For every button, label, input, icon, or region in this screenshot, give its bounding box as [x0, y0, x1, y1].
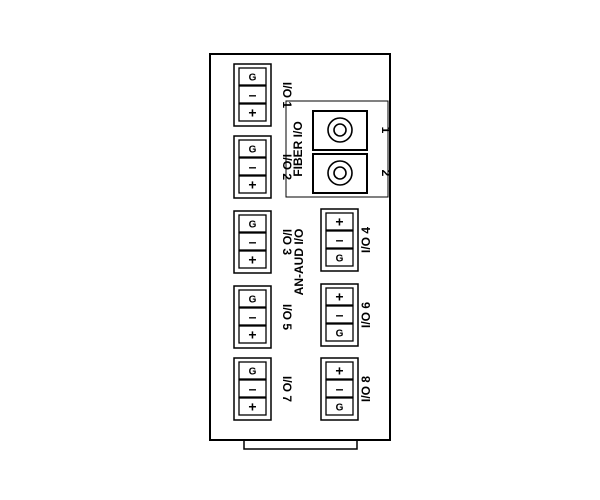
- fiber-port-1-inner: [333, 123, 347, 137]
- connector-pin-minus: [325, 305, 354, 324]
- connector-label: I/O 4: [359, 227, 373, 253]
- io-connector-left-3: G – + I/O 5: [233, 285, 294, 349]
- connector-label: I/O 7: [280, 376, 294, 402]
- connector-housing: [320, 357, 359, 421]
- connector-pin-label-ground: G: [336, 403, 344, 414]
- fiber-port-2-housing: [312, 153, 368, 194]
- panel-body: [209, 53, 391, 441]
- connector-pin-label-ground: G: [249, 220, 257, 231]
- connector-pin-plus: [238, 103, 267, 122]
- fiber-port-2-label: 2: [379, 170, 393, 177]
- connector-pin-label-plus: +: [248, 399, 256, 415]
- io-connector-right-1: + – G I/O 6: [320, 283, 373, 347]
- connector-pin-label-ground: G: [336, 329, 344, 340]
- connector-pin-label-ground: G: [249, 145, 257, 156]
- io-connector-right-2: + – G I/O 8: [320, 357, 373, 421]
- connector-label: I/O 8: [359, 376, 373, 402]
- io-connector-left-0: G – + I/O 1: [233, 63, 294, 127]
- connector-pin-label-minus: –: [336, 381, 344, 397]
- connector-pin-plus: [238, 397, 267, 416]
- connector-pin-ground: [238, 67, 267, 86]
- io-connector-left-1: G – + I/O 2: [233, 135, 294, 199]
- connector-housing: [233, 135, 272, 199]
- connector-pin-plus: [325, 361, 354, 380]
- connector-pin-minus: [238, 157, 267, 176]
- connector-pin-label-ground: G: [249, 367, 257, 378]
- connector-housing: [320, 283, 359, 347]
- fiber-port-2-outer: [327, 160, 353, 186]
- connector-pin-minus: [325, 379, 354, 398]
- connector-pin-plus: [238, 325, 267, 344]
- panel-bottom-tab: [243, 440, 358, 450]
- connector-pin-minus: [238, 307, 267, 326]
- connector-pin-label-minus: –: [336, 232, 344, 248]
- connector-pin-minus: [238, 85, 267, 104]
- connector-pin-label-plus: +: [335, 363, 343, 379]
- connector-housing: [233, 357, 272, 421]
- fiber-io-block: FIBER I/O 1 2: [285, 100, 393, 198]
- connector-housing: [233, 63, 272, 127]
- connector-pin-minus: [238, 379, 267, 398]
- connector-pin-minus: [238, 232, 267, 251]
- connector-pin-plus: [325, 212, 354, 231]
- connector-pin-plus: [238, 250, 267, 269]
- connector-pin-label-ground: G: [336, 254, 344, 265]
- connector-pin-ground: [325, 323, 354, 342]
- io-connector-left-2: G – + I/O 3: [233, 210, 294, 274]
- connector-label: I/O 1: [280, 82, 294, 108]
- connector-pin-ground: [325, 397, 354, 416]
- connector-pin-label-minus: –: [249, 234, 257, 250]
- connector-pin-ground: [238, 361, 267, 380]
- fiber-port-1-label: 1: [379, 127, 393, 134]
- connector-pin-ground: [238, 214, 267, 233]
- connector-pin-label-minus: –: [249, 381, 257, 397]
- connector-pin-label-ground: G: [249, 295, 257, 306]
- connector-pin-plus: [238, 175, 267, 194]
- analog-audio-io-title: AN-AUD I/O: [292, 229, 306, 296]
- connector-pin-ground: [238, 139, 267, 158]
- io-connector-right-0: + – G I/O 4: [320, 208, 373, 272]
- connector-label: I/O 6: [359, 302, 373, 328]
- connector-housing: [233, 285, 272, 349]
- connector-pin-label-plus: +: [335, 289, 343, 305]
- connector-housing: [233, 210, 272, 274]
- connector-pin-ground: [238, 289, 267, 308]
- connector-pin-label-plus: +: [248, 105, 256, 121]
- connector-label: I/O 3: [280, 229, 294, 255]
- connector-pin-label-minus: –: [249, 159, 257, 175]
- connector-pin-label-minus: –: [249, 309, 257, 325]
- audio-connectors: G – + I/O 1 G – + I/O 2 G – + I/O 3 G – + I/O 5 G – + I/O 7…: [233, 63, 373, 421]
- connector-label: I/O 5: [280, 304, 294, 330]
- fiber-port-1-outer: [327, 117, 353, 143]
- connector-pin-label-minus: –: [249, 87, 257, 103]
- fiber-port-1-housing: [312, 110, 368, 151]
- io-connector-left-4: G – + I/O 7: [233, 357, 294, 421]
- connector-pin-label-ground: G: [249, 73, 257, 84]
- connector-pin-minus: [325, 230, 354, 249]
- connector-pin-label-plus: +: [248, 327, 256, 343]
- connector-pin-plus: [325, 287, 354, 306]
- fiber-io-title: FIBER I/O: [291, 121, 305, 176]
- connector-pin-ground: [325, 248, 354, 267]
- connector-label: I/O 2: [280, 154, 294, 180]
- connector-pin-label-plus: +: [335, 214, 343, 230]
- fiber-io-frame: [285, 100, 389, 198]
- connector-housing: [320, 208, 359, 272]
- connector-pin-label-plus: +: [248, 177, 256, 193]
- fiber-port-2-inner: [333, 166, 347, 180]
- connector-pin-label-plus: +: [248, 252, 256, 268]
- connector-pin-label-minus: –: [336, 307, 344, 323]
